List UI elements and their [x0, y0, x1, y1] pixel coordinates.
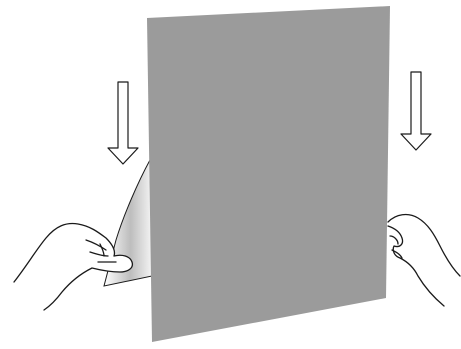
- left-hand-icon: [13, 222, 134, 311]
- right-hand-icon: [387, 213, 461, 307]
- right-down-arrow-icon: [400, 71, 432, 151]
- gray-panel: [147, 6, 390, 342]
- left-down-arrow-icon: [107, 81, 139, 165]
